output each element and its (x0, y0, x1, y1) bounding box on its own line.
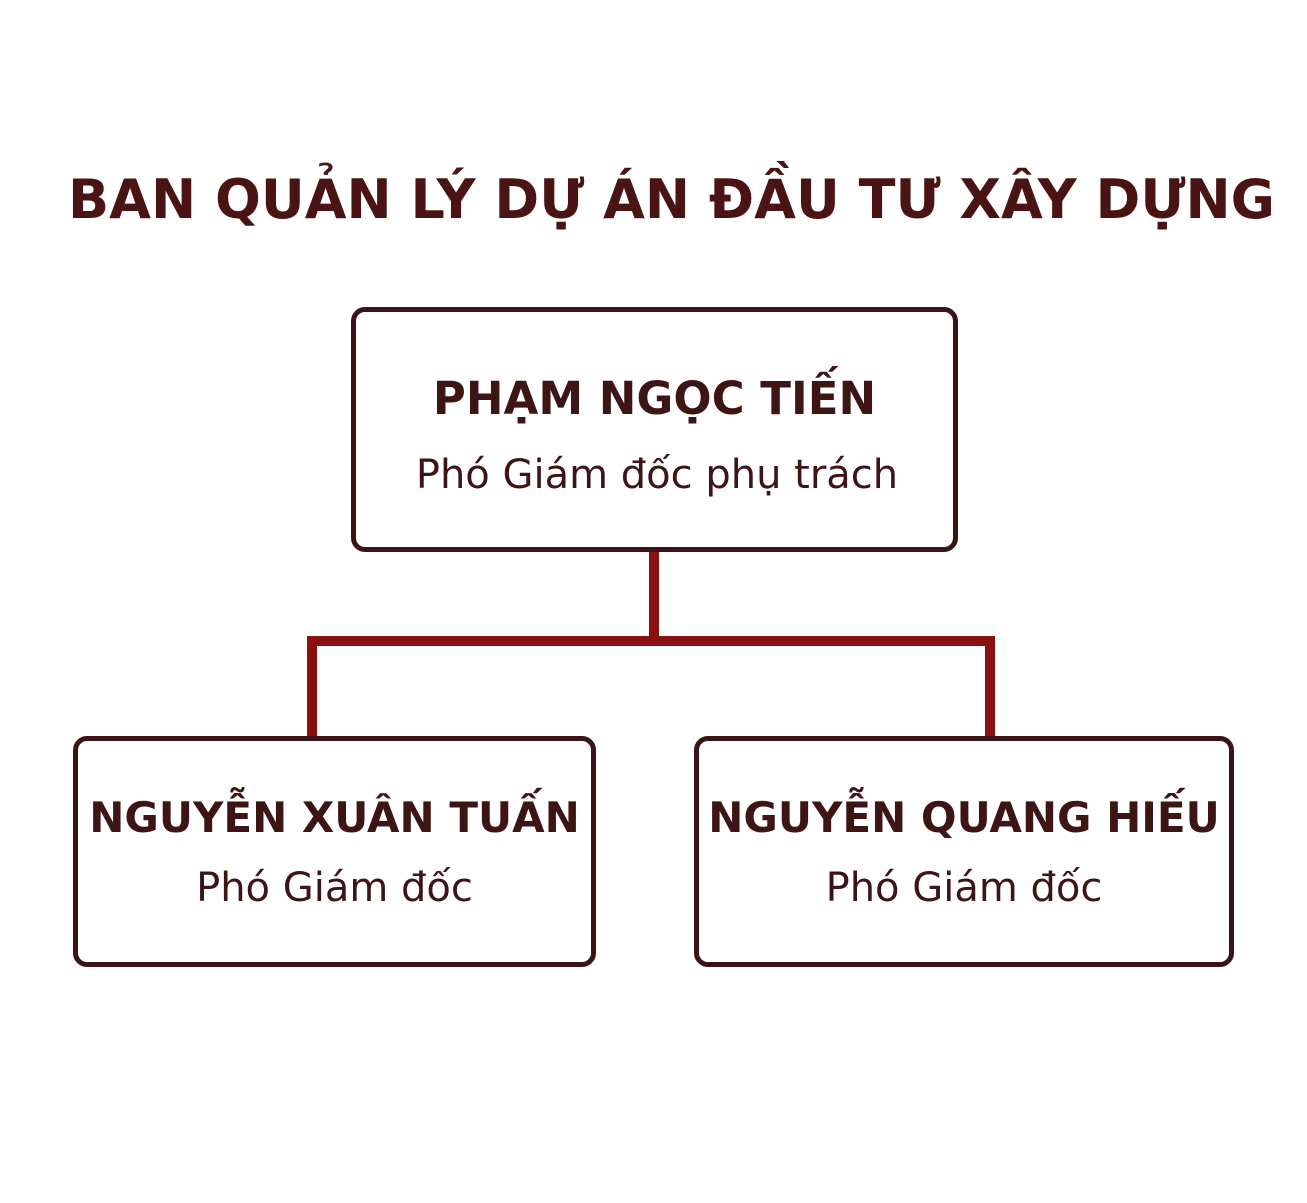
head-role: Phó Giám đốc phụ trách (415, 452, 899, 498)
deputy-right-name: NGUYỄN QUANG HIẾU (708, 793, 1220, 842)
deputy-node-box-right: NGUYỄN QUANG HIẾU Phó Giám đốc (694, 736, 1234, 967)
deputy-right-role: Phó Giám đốc (825, 865, 1103, 911)
head-node-box: PHẠM NGỌC TIẾN Phó Giám đốc phụ trách (351, 307, 958, 552)
org-chart-title: BAN QUẢN LÝ DỰ ÁN ĐẦU TƯ XÂY DỰNG (68, 168, 1275, 231)
deputy-left-role: Phó Giám đốc (196, 865, 473, 911)
deputy-node-box-left: NGUYỄN XUÂN TUẤN Phó Giám đốc (73, 736, 596, 967)
deputy-left-name: NGUYỄN XUÂN TUẤN (89, 793, 580, 842)
head-name: PHẠM NGỌC TIẾN (432, 372, 877, 425)
